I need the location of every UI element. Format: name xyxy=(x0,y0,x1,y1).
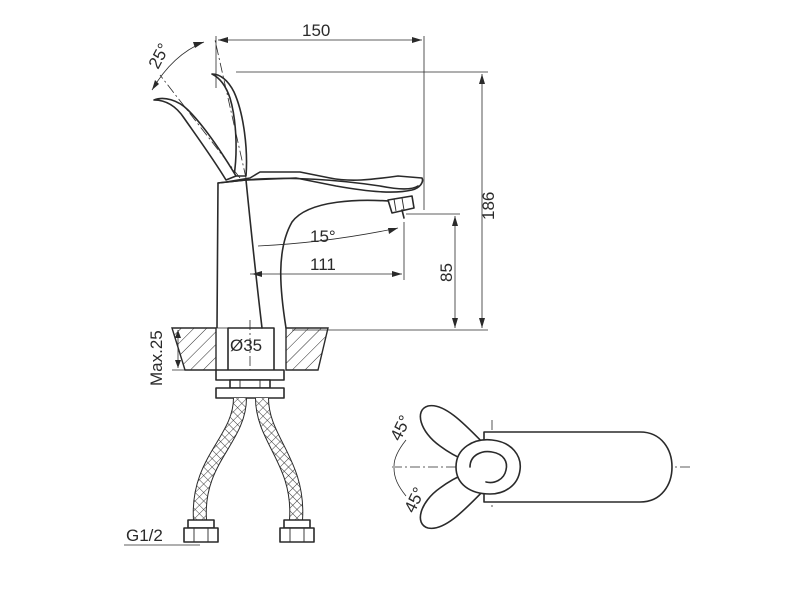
dim-15deg-label: 15° xyxy=(310,227,336,246)
dim-max25-label: Max.25 xyxy=(147,330,166,386)
dim-111-label: 111 xyxy=(310,255,336,274)
dim-spout-height: 85 xyxy=(406,213,460,328)
thread-label: G1/2 xyxy=(126,526,163,545)
braided-hoses xyxy=(183,397,315,543)
dim-spout-reach: 111 xyxy=(250,222,405,280)
dim-150-label: 150 xyxy=(302,21,330,40)
mounting-shank xyxy=(215,320,285,399)
dim-diameter-label: Ø35 xyxy=(230,336,262,355)
dim-186-label: 186 xyxy=(479,192,498,220)
dim-overall-length: 150 xyxy=(215,21,425,210)
top-view: 45° 45° xyxy=(387,404,690,530)
lever-handle xyxy=(153,39,248,181)
dim-overall-height: 186 xyxy=(236,71,498,331)
dim-lever-angle: 25° xyxy=(145,40,205,91)
dim-spout-angle: 15° xyxy=(257,227,399,247)
faucet-body xyxy=(216,171,424,329)
dim-25deg-label: 25° xyxy=(145,40,174,72)
dim-85-label: 85 xyxy=(437,263,456,282)
thread-callout: G1/2 xyxy=(124,526,200,546)
top-angle-upper-label: 45° xyxy=(387,412,415,443)
countertop xyxy=(171,327,329,371)
dim-mount-thickness: Max.25 xyxy=(147,327,230,386)
